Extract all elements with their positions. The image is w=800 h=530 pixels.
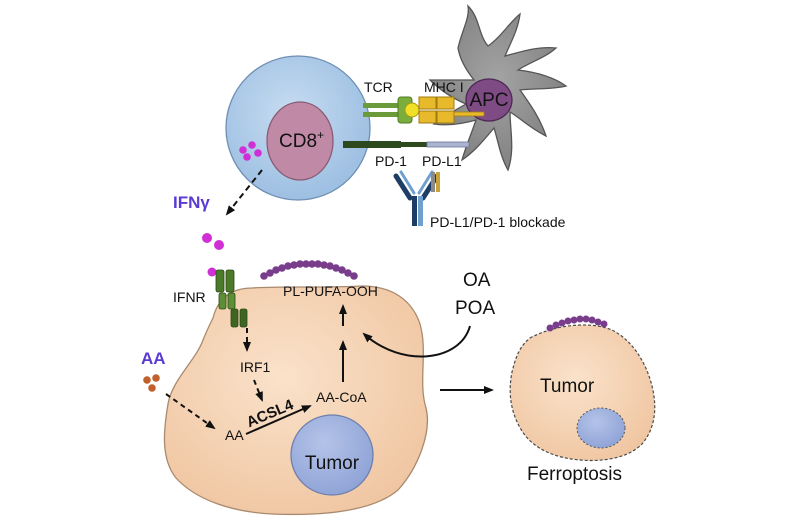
- ifng-granule: [254, 149, 262, 157]
- ifng-label: IFNγ: [173, 193, 210, 212]
- cd8-cell: CD8+: [225, 55, 371, 201]
- ifng-molecule: [214, 240, 224, 250]
- tumor-nucleus: [290, 414, 374, 496]
- apc-label: APC: [469, 90, 508, 111]
- aacoa-label: AA-CoA: [316, 389, 367, 405]
- ifng-granule: [248, 141, 256, 149]
- antibody-icon: [393, 170, 440, 226]
- mhc-block: [436, 96, 455, 110]
- tcr-chain-top: [363, 103, 403, 108]
- aa-label: AA: [225, 427, 244, 443]
- irf1-label: IRF1: [240, 359, 271, 375]
- pdl1-label: PD-L1: [422, 153, 462, 169]
- aa-molecules: [143, 374, 160, 392]
- tumor-cell-main: Tumor: [163, 285, 428, 516]
- ifng-molecule: [202, 233, 212, 243]
- mhc-block: [436, 110, 455, 124]
- mhc-block: [418, 110, 437, 124]
- oa-label: OA: [463, 270, 491, 291]
- cd8-label-sup: +: [317, 128, 324, 142]
- apc-cell: APC: [428, 4, 568, 172]
- tumor-cell-body: [163, 285, 428, 516]
- poa-label: POA: [455, 298, 495, 319]
- ifng-molecule: [207, 267, 217, 277]
- ifnr-receptor: [215, 269, 248, 328]
- ifng-molecules: [202, 233, 224, 277]
- ferroptosis-label: Ferroptosis: [527, 464, 622, 485]
- ifng-granule: [239, 146, 247, 154]
- pd1-pdl1-complex: PD-1 PD-L1: [343, 141, 470, 169]
- mhc-block: [418, 96, 437, 110]
- oa-poa-arrow: [362, 325, 471, 358]
- pd1-tip: [401, 142, 427, 147]
- irf1-to-acsl4-arrow: [253, 379, 263, 402]
- blockade-label: PD-L1/PD-1 blockade: [430, 214, 566, 230]
- aa-source-label: AA: [141, 349, 166, 368]
- tumor-main-label: Tumor: [305, 453, 360, 474]
- acsl4-reaction-arrow: [245, 405, 312, 435]
- plpufa-label: PL-PUFA-OOH: [283, 283, 378, 299]
- cd8-label-text: CD8: [279, 131, 317, 152]
- ferroptotic-nucleus: [576, 407, 626, 449]
- apc-nucleus: [465, 78, 513, 122]
- tumor-cell-ferroptotic: Tumor: [509, 324, 656, 462]
- pd1-receptor: [343, 141, 401, 148]
- pdl1-ligand: [426, 141, 470, 148]
- ifng-granule: [243, 153, 251, 161]
- antigen-peptide: [404, 102, 420, 118]
- ferroptotic-lipid-chain: [546, 315, 608, 332]
- lipid-peroxide-chain: [260, 260, 358, 280]
- cd8-label: CD8+: [279, 128, 324, 152]
- cd8-ifng-granules: [239, 141, 262, 161]
- cd8-nucleus: [266, 101, 334, 181]
- mhc-label: MHC I: [424, 79, 464, 95]
- ifnr-label: IFNR: [173, 289, 206, 305]
- pd1-label: PD-1: [375, 153, 407, 169]
- mhc-tail: [453, 111, 485, 117]
- tcr-label: TCR: [364, 79, 393, 95]
- tcr-mhc-complex: TCR MHC I: [363, 79, 485, 124]
- aa-uptake-arrow: [165, 393, 216, 430]
- tumor-dead-label: Tumor: [540, 376, 595, 397]
- tcr-chain-bottom: [363, 112, 403, 117]
